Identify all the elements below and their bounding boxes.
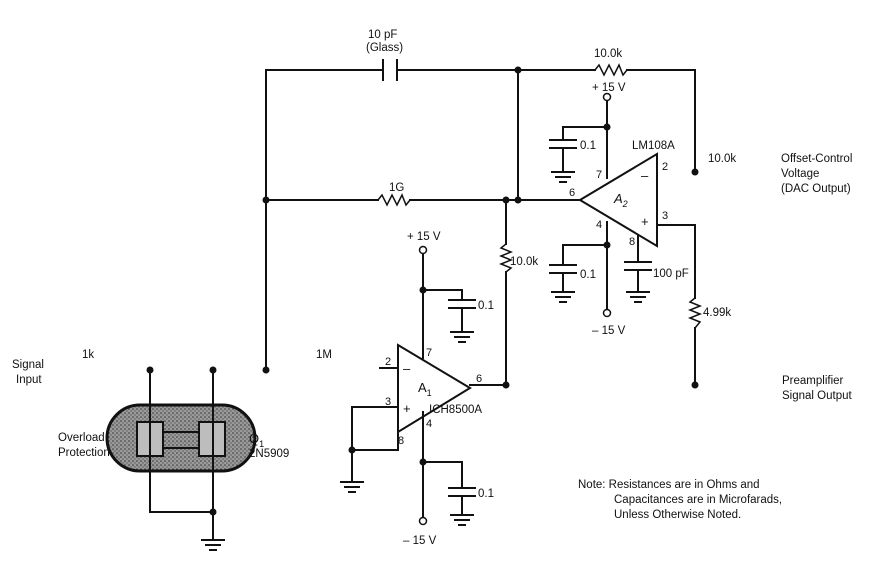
q1-part-label: 2N5909	[249, 448, 289, 460]
r-10k-right-label: 10.0k	[708, 153, 736, 165]
minus15-a2-label: – 15 V	[592, 325, 626, 337]
a2-part-label: LM108A	[632, 140, 675, 152]
svg-text:Note: Resistances are in Ohms: Note: Resistances are in Ohms and	[578, 479, 760, 491]
capacitor-a2-bottom	[549, 264, 577, 274]
svg-text:4: 4	[426, 418, 432, 430]
resistor-10k-mid	[498, 243, 514, 273]
capacitor-a1-bottom	[448, 487, 476, 497]
capacitor-10pf	[382, 59, 398, 81]
q1-name-label: Q1	[249, 431, 264, 449]
preamp-label-1: Preamplifier	[782, 375, 844, 387]
opamp-a1	[397, 343, 472, 434]
overload-label-2: Protection	[58, 447, 110, 459]
offset-label-2: Voltage	[781, 168, 819, 180]
capacitor-100pf	[624, 261, 652, 271]
r-10k-mid-label: 10.0k	[510, 256, 538, 268]
junctions	[146, 66, 699, 516]
cap-type-label: (Glass)	[366, 42, 403, 54]
r-feedback-label: 10.0k	[594, 48, 622, 60]
svg-text:3: 3	[662, 210, 668, 222]
svg-text:–: –	[403, 361, 411, 376]
svg-text:2: 2	[662, 161, 668, 173]
r-1m-label: 1M	[316, 349, 332, 361]
svg-text:+: +	[403, 401, 411, 416]
note-text: Note: Resistances are in Ohms and Capaci…	[578, 479, 782, 521]
pin-labels: 2 7 6 4 8 3 – + 2 7 3 6 4 8 – +	[385, 161, 668, 447]
capacitor-a2-top	[549, 139, 577, 149]
svg-text:2: 2	[385, 356, 391, 368]
overload-label-1: Overload	[58, 432, 105, 444]
cap-100pf-label: 100 pF	[653, 268, 689, 280]
a1-name-label: A1	[418, 380, 432, 398]
svg-text:7: 7	[426, 347, 432, 359]
r-1g-label: 1G	[389, 182, 404, 194]
capacitor-a1-top	[448, 299, 476, 309]
plus15-a2-label: + 15 V	[592, 82, 626, 94]
svg-text:Capacitances are in Microfarad: Capacitances are in Microfarads,	[614, 494, 782, 506]
preamp-label-2: Signal Output	[782, 390, 852, 402]
svg-text:4: 4	[596, 219, 602, 231]
cap-a2-top-label: 0.1	[580, 140, 596, 152]
svg-text:Unless Otherwise Noted.: Unless Otherwise Noted.	[614, 509, 741, 521]
ground-symbols	[201, 171, 650, 551]
svg-text:–: –	[641, 168, 649, 183]
offset-label-3: (DAC Output)	[781, 183, 851, 195]
cap-a2-bottom-label: 0.1	[580, 269, 596, 281]
offset-label-1: Offset-Control	[781, 153, 852, 165]
r-499k-label: 4.99k	[703, 307, 731, 319]
cap-a1-top-label: 0.1	[478, 300, 494, 312]
signal-input-label-2: Input	[16, 374, 42, 386]
resistor-499k	[687, 297, 703, 329]
resistor-10k-top	[594, 63, 628, 77]
svg-text:7: 7	[596, 169, 602, 181]
a2-name-label: A2	[613, 191, 628, 209]
plus15-a1-label: + 15 V	[407, 231, 441, 243]
cap-10pf-label: 10 pF	[368, 29, 397, 41]
supply-terminals	[418, 92, 612, 526]
signal-input-label-1: Signal	[12, 359, 44, 371]
svg-text:8: 8	[398, 435, 404, 447]
svg-text:+: +	[641, 214, 649, 229]
opamp-a2	[578, 152, 658, 248]
svg-text:6: 6	[569, 187, 575, 199]
q1-transistor-package	[105, 403, 257, 473]
cap-a1-bottom-label: 0.1	[478, 488, 494, 500]
wires	[149, 69, 696, 541]
r-1k-label: 1k	[82, 349, 94, 361]
component-labels: 10 pF (Glass) 10.0k + 15 V 0.1 LM108A 10…	[12, 29, 852, 547]
minus15-a1-label: – 15 V	[403, 535, 437, 547]
svg-text:3: 3	[385, 396, 391, 408]
resistor-1g	[377, 193, 411, 207]
a1-part-label: ICH8500A	[429, 404, 482, 416]
svg-text:6: 6	[476, 373, 482, 385]
svg-text:8: 8	[629, 236, 635, 248]
